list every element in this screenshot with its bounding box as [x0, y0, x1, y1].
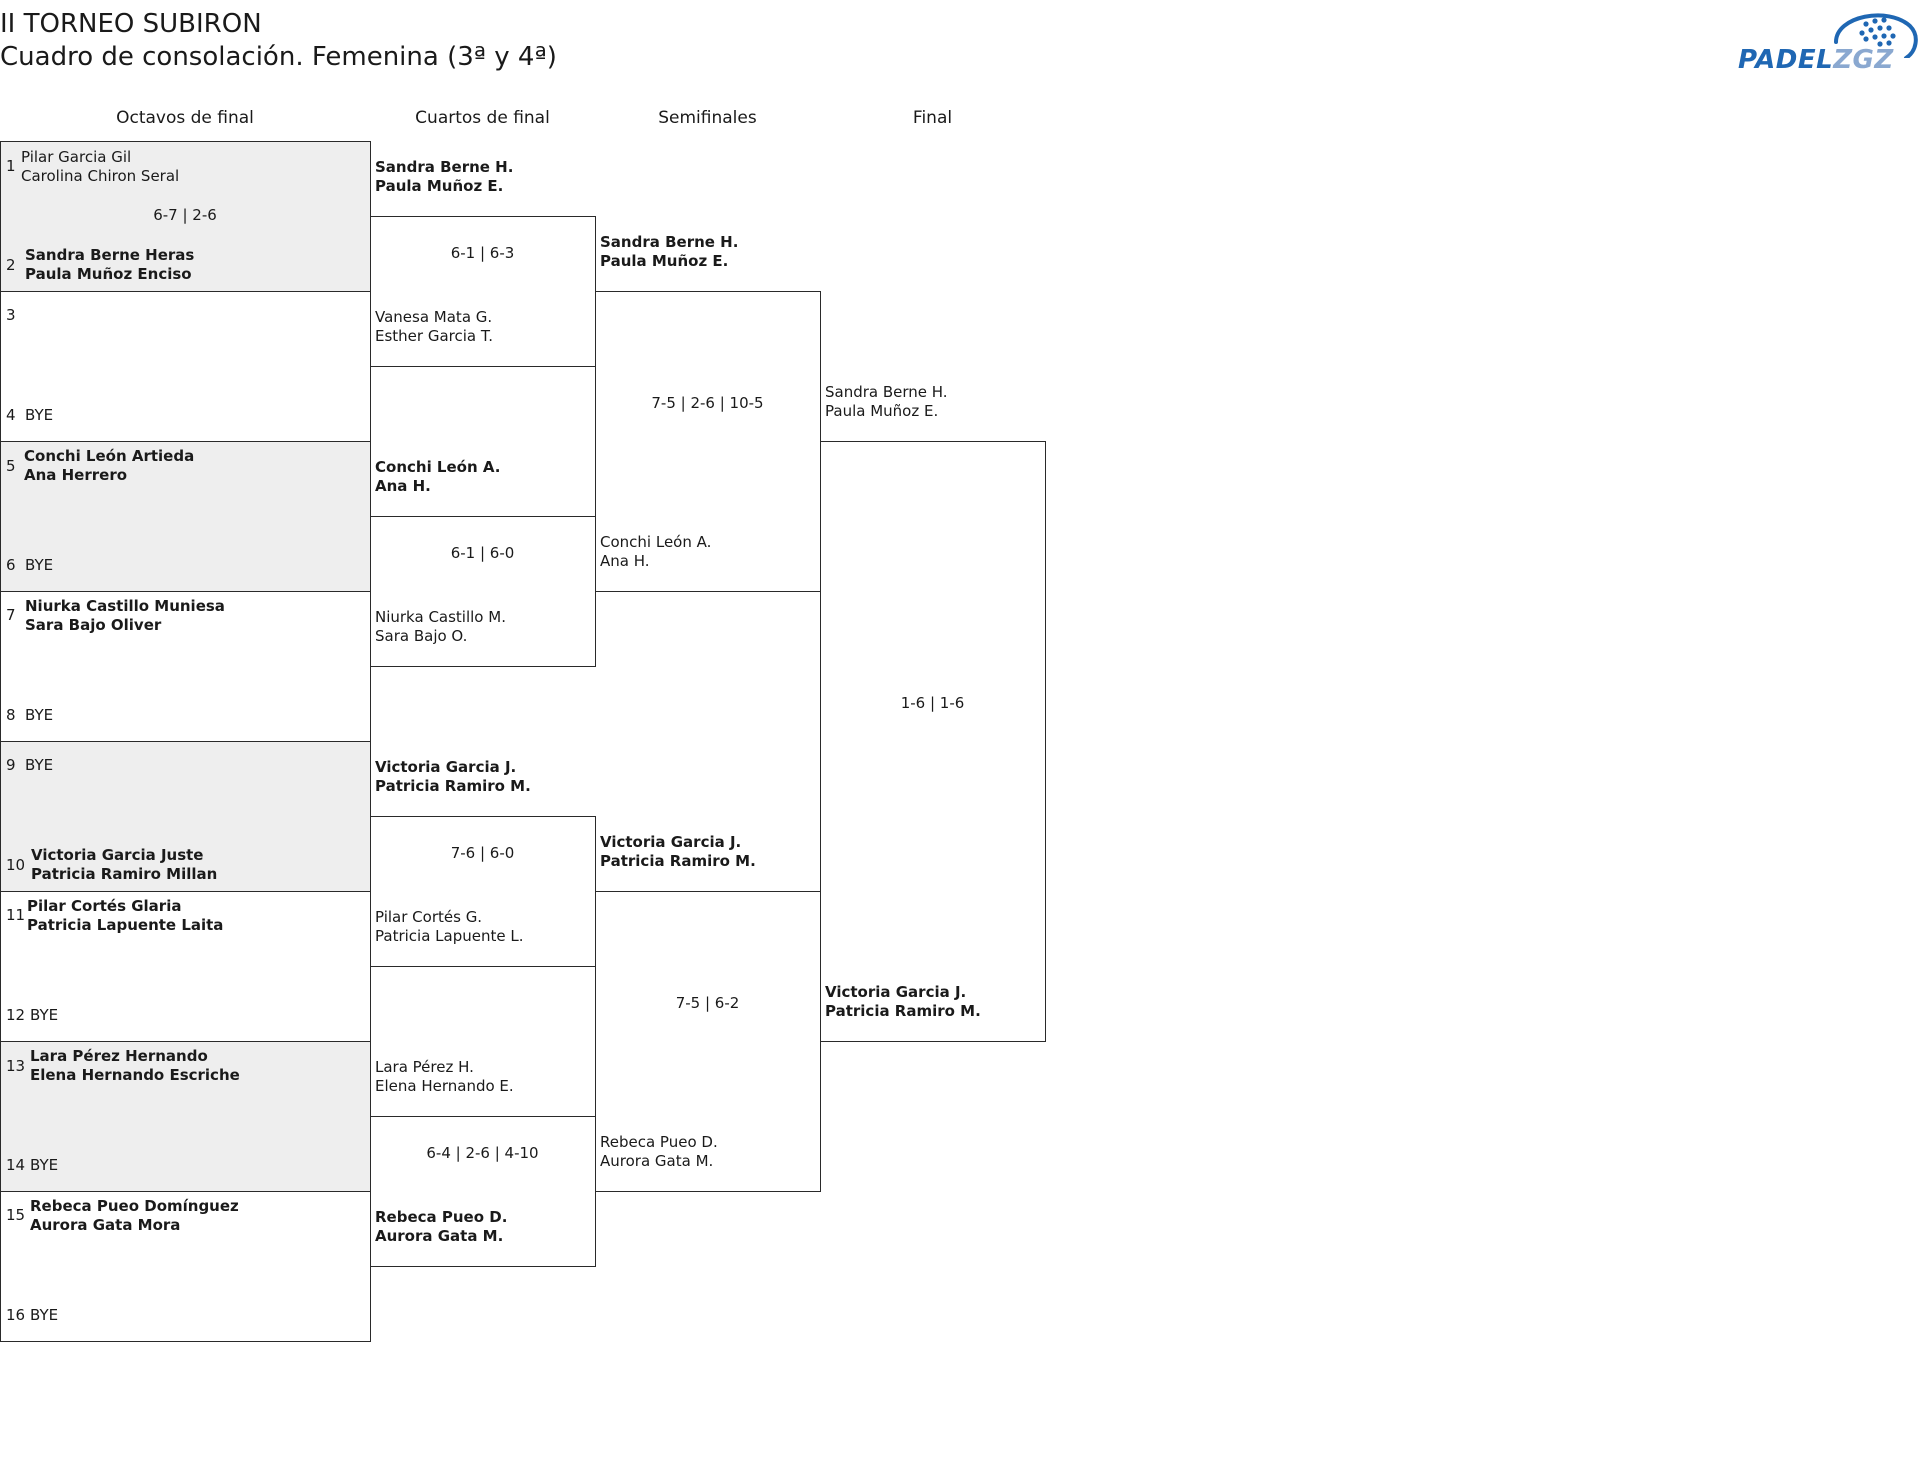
- player-name-winner: Ana Herrero: [24, 466, 128, 484]
- round-header-semifinales: Semifinales: [658, 108, 757, 128]
- seed-number: 2: [6, 256, 16, 274]
- qf-player: Vanesa Mata G.: [375, 308, 493, 326]
- sf-player: Aurora Gata M.: [600, 1152, 714, 1170]
- seed-number: 11: [6, 906, 26, 924]
- seed-number: 3: [6, 306, 16, 324]
- player-name: Pilar Garcia Gil: [21, 148, 132, 166]
- player-name-winner: Paula Muñoz Enciso: [25, 265, 192, 283]
- player-name-winner: Rebeca Pueo Domínguez: [30, 1197, 239, 1215]
- seed-number: 4: [6, 406, 16, 424]
- match-score: 6-1 | 6-3: [450, 244, 515, 262]
- qf-player: Pilar Cortés G.: [375, 908, 483, 926]
- player-name-winner: Patricia Lapuente Laita: [27, 916, 224, 934]
- seed-number: 12: [6, 1006, 26, 1024]
- player-name-winner: Elena Hernando Escriche: [30, 1066, 240, 1084]
- bye-label: BYE: [30, 1006, 59, 1024]
- sf-player: Ana H.: [600, 552, 650, 570]
- qf-player-winner: Rebeca Pueo D.: [375, 1208, 508, 1226]
- seed-number: 8: [6, 706, 16, 724]
- seed-number: 9: [6, 756, 16, 774]
- match-score: 6-1 | 6-0: [450, 544, 515, 562]
- sf-player-winner: Patricia Ramiro M.: [600, 852, 756, 870]
- qf-player: Niurka Castillo M.: [375, 608, 506, 626]
- logo-text-zgz: ZGZ: [1833, 45, 1894, 75]
- round-header-octavos: Octavos de final: [116, 108, 254, 128]
- round-header-final: Final: [912, 108, 953, 128]
- tournament-title: II TORNEO SUBIRON: [0, 9, 262, 39]
- player-name-winner: Conchi León Artieda: [24, 447, 195, 465]
- player-name-winner: Patricia Ramiro Millan: [31, 865, 218, 883]
- match-score: 6-7 | 2-6: [153, 206, 217, 224]
- match-score: 1-6 | 1-6: [900, 694, 965, 712]
- seed-number: 14: [6, 1156, 26, 1174]
- player-name: Carolina Chiron Seral: [21, 167, 180, 185]
- match-score: 6-4 | 2-6 | 4-10: [426, 1144, 539, 1162]
- player-name-winner: Niurka Castillo Muniesa: [25, 597, 225, 615]
- bye-label: BYE: [25, 706, 54, 724]
- qf-player-winner: Sandra Berne H.: [375, 158, 514, 176]
- logo-text-padel: PADEL: [1738, 45, 1834, 75]
- sf-player-winner: Victoria Garcia J.: [600, 833, 742, 851]
- qf-player: Esther Garcia T.: [375, 327, 494, 345]
- match-box-r16-1: [0, 141, 371, 292]
- player-name-winner: Victoria Garcia Juste: [31, 846, 204, 864]
- seed-number: 13: [6, 1057, 26, 1075]
- seed-number: 16: [6, 1306, 26, 1324]
- final-player: Sandra Berne H.: [825, 383, 948, 401]
- seed-number: 6: [6, 556, 16, 574]
- qf-player-winner: Victoria Garcia J.: [375, 758, 517, 776]
- draw-subtitle: Cuadro de consolación. Femenina (3ª y 4ª…: [0, 42, 557, 72]
- match-box-r16-7: [0, 1041, 371, 1192]
- seed-number: 5: [6, 457, 16, 475]
- match-score: 7-5 | 6-2: [675, 994, 740, 1012]
- player-name-winner: Aurora Gata Mora: [30, 1216, 181, 1234]
- final-player: Paula Muñoz E.: [825, 402, 939, 420]
- qf-player-winner: Paula Muñoz E.: [375, 177, 504, 195]
- seed-number: 15: [6, 1206, 26, 1224]
- qf-player-winner: Conchi León A.: [375, 458, 501, 476]
- seed-number: 1: [6, 157, 16, 175]
- match-box-final: [820, 441, 1046, 1042]
- bye-label: BYE: [25, 756, 54, 774]
- sf-player-winner: Sandra Berne H.: [600, 233, 739, 251]
- player-name-winner: Pilar Cortés Glaria: [27, 897, 182, 915]
- padelzgz-logo: PADELZGZ: [1738, 8, 1918, 76]
- match-score: 7-5 | 2-6 | 10-5: [651, 394, 764, 412]
- qf-player: Elena Hernando E.: [375, 1077, 514, 1095]
- bye-label: BYE: [30, 1156, 59, 1174]
- qf-player: Sara Bajo O.: [375, 627, 468, 645]
- bye-label: BYE: [25, 406, 54, 424]
- bye-label: BYE: [25, 556, 54, 574]
- final-player-winner: Victoria Garcia J.: [825, 983, 967, 1001]
- player-name-winner: Sara Bajo Oliver: [25, 616, 162, 634]
- qf-player-winner: Patricia Ramiro M.: [375, 777, 531, 795]
- ball-logo-icon: [1834, 13, 1918, 58]
- match-box-r16-3: [0, 441, 371, 592]
- bye-label: BYE: [30, 1306, 59, 1324]
- seed-number: 7: [6, 606, 16, 624]
- qf-player: Lara Pérez H.: [375, 1058, 474, 1076]
- sf-player: Rebeca Pueo D.: [600, 1133, 718, 1151]
- sf-player: Conchi León A.: [600, 533, 712, 551]
- player-name-winner: Sandra Berne Heras: [25, 246, 195, 264]
- final-player-winner: Patricia Ramiro M.: [825, 1002, 981, 1020]
- qf-player-winner: Ana H.: [375, 477, 431, 495]
- match-box-r16-2: [0, 291, 371, 442]
- player-name-winner: Lara Pérez Hernando: [30, 1047, 208, 1065]
- qf-player: Patricia Lapuente L.: [375, 927, 524, 945]
- match-score: 7-6 | 6-0: [450, 844, 515, 862]
- round-header-cuartos: Cuartos de final: [415, 108, 550, 128]
- sf-player-winner: Paula Muñoz E.: [600, 252, 729, 270]
- qf-player-winner: Aurora Gata M.: [375, 1227, 504, 1245]
- seed-number: 10: [6, 856, 26, 874]
- logo-wordmark: PADELZGZ: [1738, 45, 1894, 75]
